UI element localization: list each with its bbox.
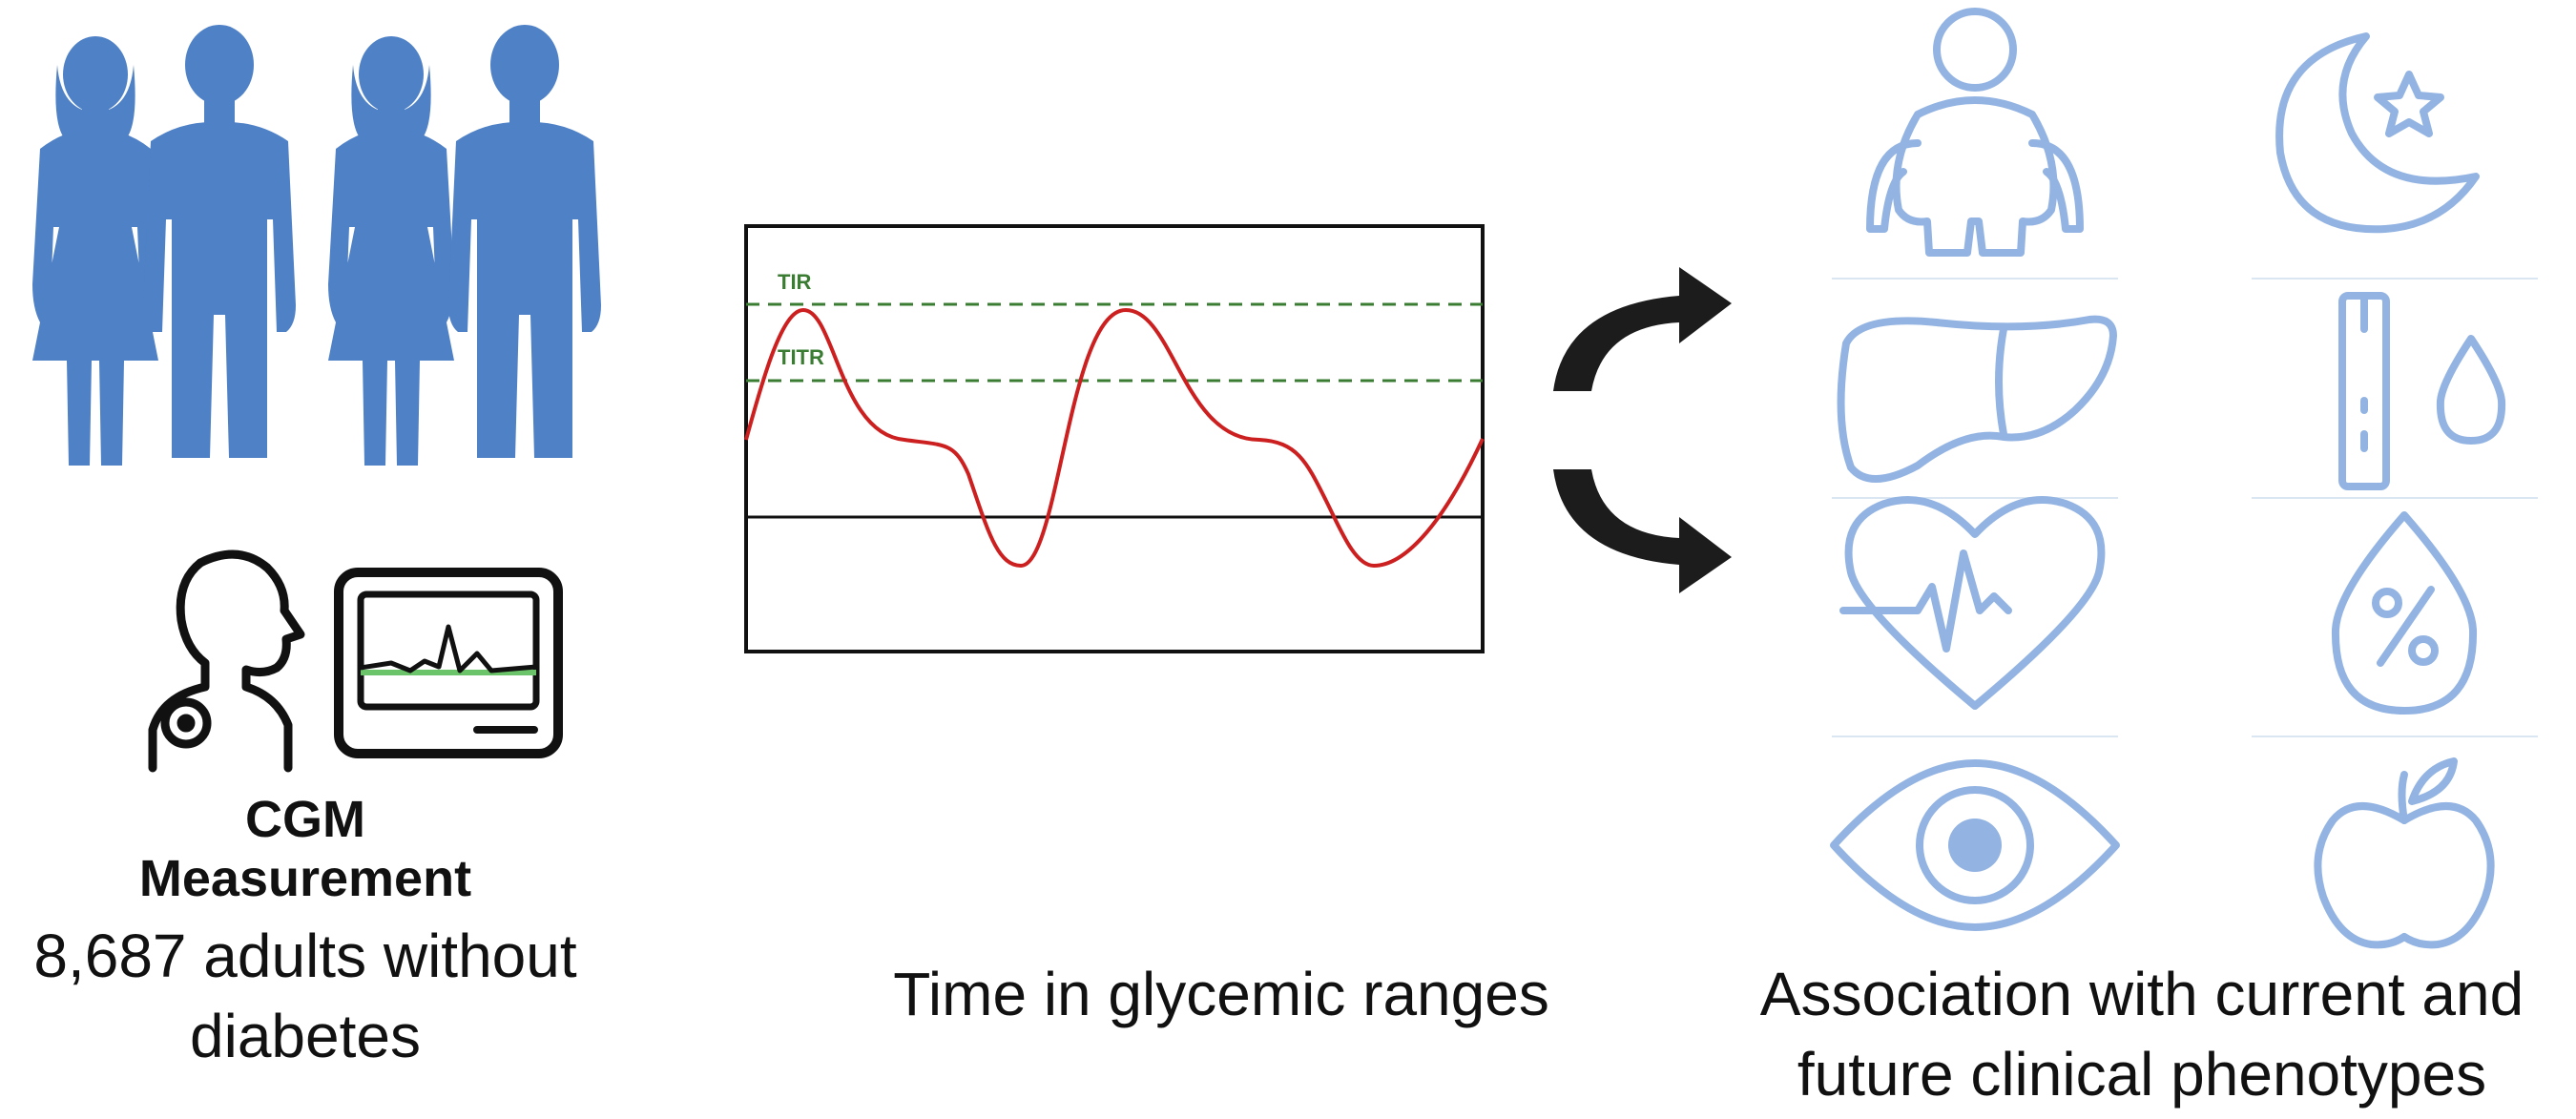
glucose-trace [744,307,1485,569]
left-caption: 8,687 adults without diabetes [33,922,577,1070]
glucose-trace-chart: TIR TITR [744,224,1485,653]
eye-icon [1830,759,2120,931]
hba1c-drop-icon [2331,511,2478,715]
chart-frame [744,224,1485,653]
apple-nutrition-icon [2314,757,2495,949]
right-caption: Association with current and future clin… [1759,960,2524,1109]
cgm-label-line1: CGM [245,791,365,848]
titr-label: TITR [778,345,824,369]
curved-up-arrow-icon [1553,267,1732,391]
blood-test-tube-icon [2338,292,2506,490]
curved-down-arrow-icon [1553,469,1732,593]
liver-icon [1837,315,2117,483]
sleep-moon-icon [2275,32,2480,234]
tir-label: TIR [778,270,812,294]
middle-caption: Time in glycemic ranges [893,960,1549,1028]
cgm-monitor-icon [334,568,563,758]
person-with-sensor-icon [148,549,305,773]
phenotype-grid [1830,8,2538,949]
people-group-icon [32,25,601,466]
obesity-body-icon [1866,8,2084,257]
cgm-label-line2: Measurement [138,850,472,907]
heart-rate-icon [1839,496,2106,710]
cgm-measurement-label: CGM Measurement [105,790,506,908]
